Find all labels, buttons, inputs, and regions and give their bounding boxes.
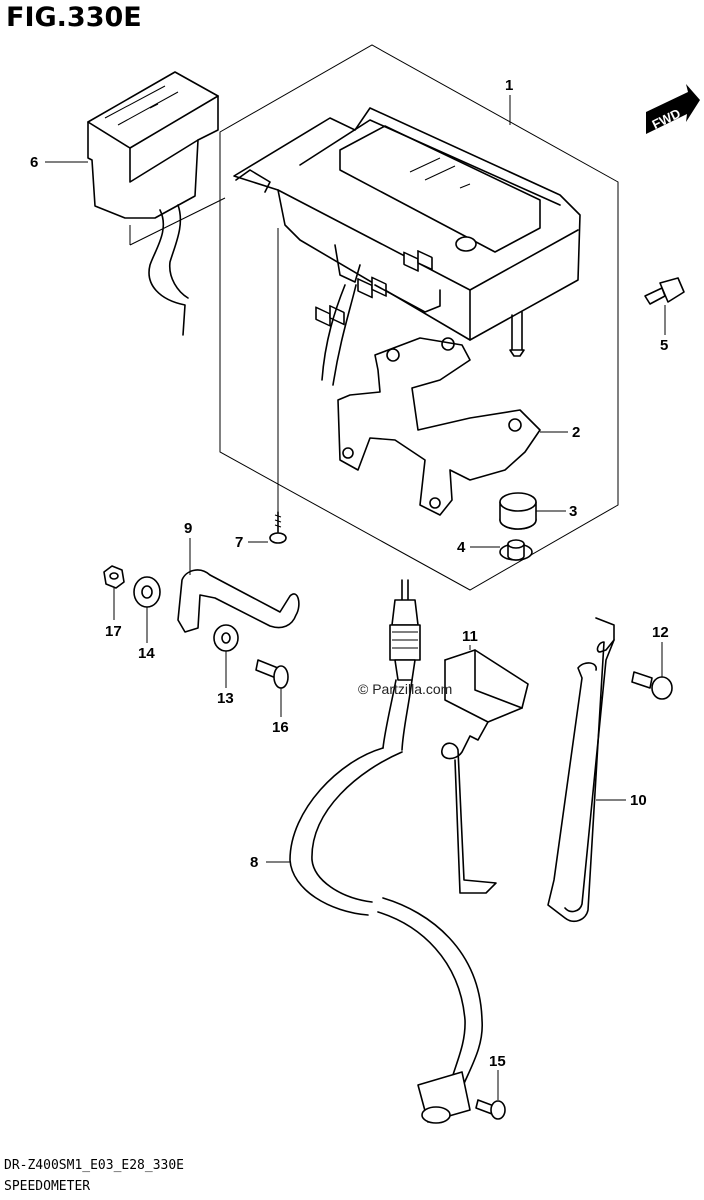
callout-3: 3 — [569, 503, 577, 520]
callout-16: 16 — [272, 719, 289, 736]
part-9-clamp — [177, 569, 300, 633]
callout-6: 6 — [30, 154, 38, 171]
callout-4: 4 — [457, 539, 466, 556]
part-6-cover — [87, 71, 219, 336]
callout-5: 5 — [660, 337, 668, 354]
part-13-washer — [213, 624, 239, 652]
fwd-arrow-icon: FWD — [646, 84, 700, 134]
callout-12: 12 — [652, 624, 669, 641]
callout-9: 9 — [184, 520, 192, 537]
part-3-grommet — [499, 492, 537, 530]
diagram-code: DR-Z400SM1_E03_E28_330E — [4, 1158, 185, 1173]
callout-10: 10 — [630, 792, 647, 809]
part-17-nut — [103, 565, 125, 589]
diagram-name: SPEEDOMETER — [4, 1179, 91, 1194]
callout-17: 17 — [105, 623, 122, 640]
callout-1: 1 — [505, 77, 513, 94]
part-5-bolt — [644, 277, 685, 305]
part-14-washer — [133, 576, 161, 608]
part-7-screw — [269, 511, 287, 544]
part-2-bracket — [337, 337, 541, 516]
part-12-bolt — [631, 671, 673, 700]
callout-7: 7 — [235, 534, 243, 551]
callout-13: 13 — [217, 690, 234, 707]
part-16-bolt — [255, 659, 289, 689]
callout-8: 8 — [250, 854, 258, 871]
part-8-cable — [289, 579, 483, 1124]
part-10-clamp — [547, 617, 615, 922]
part-15-screw — [475, 1099, 506, 1120]
part-4-bush — [499, 539, 533, 561]
assembly-outline — [219, 44, 619, 591]
part-1-speedometer — [233, 107, 581, 386]
callout-2: 2 — [572, 424, 580, 441]
figure-title: FIG.330E — [6, 2, 142, 33]
callout-14: 14 — [138, 645, 155, 662]
watermark: © Partzilla.com — [358, 681, 452, 697]
part-11-clamp — [441, 649, 529, 894]
callout-11: 11 — [462, 628, 478, 645]
leader-lines — [45, 95, 666, 1100]
callout-15: 15 — [489, 1053, 506, 1070]
